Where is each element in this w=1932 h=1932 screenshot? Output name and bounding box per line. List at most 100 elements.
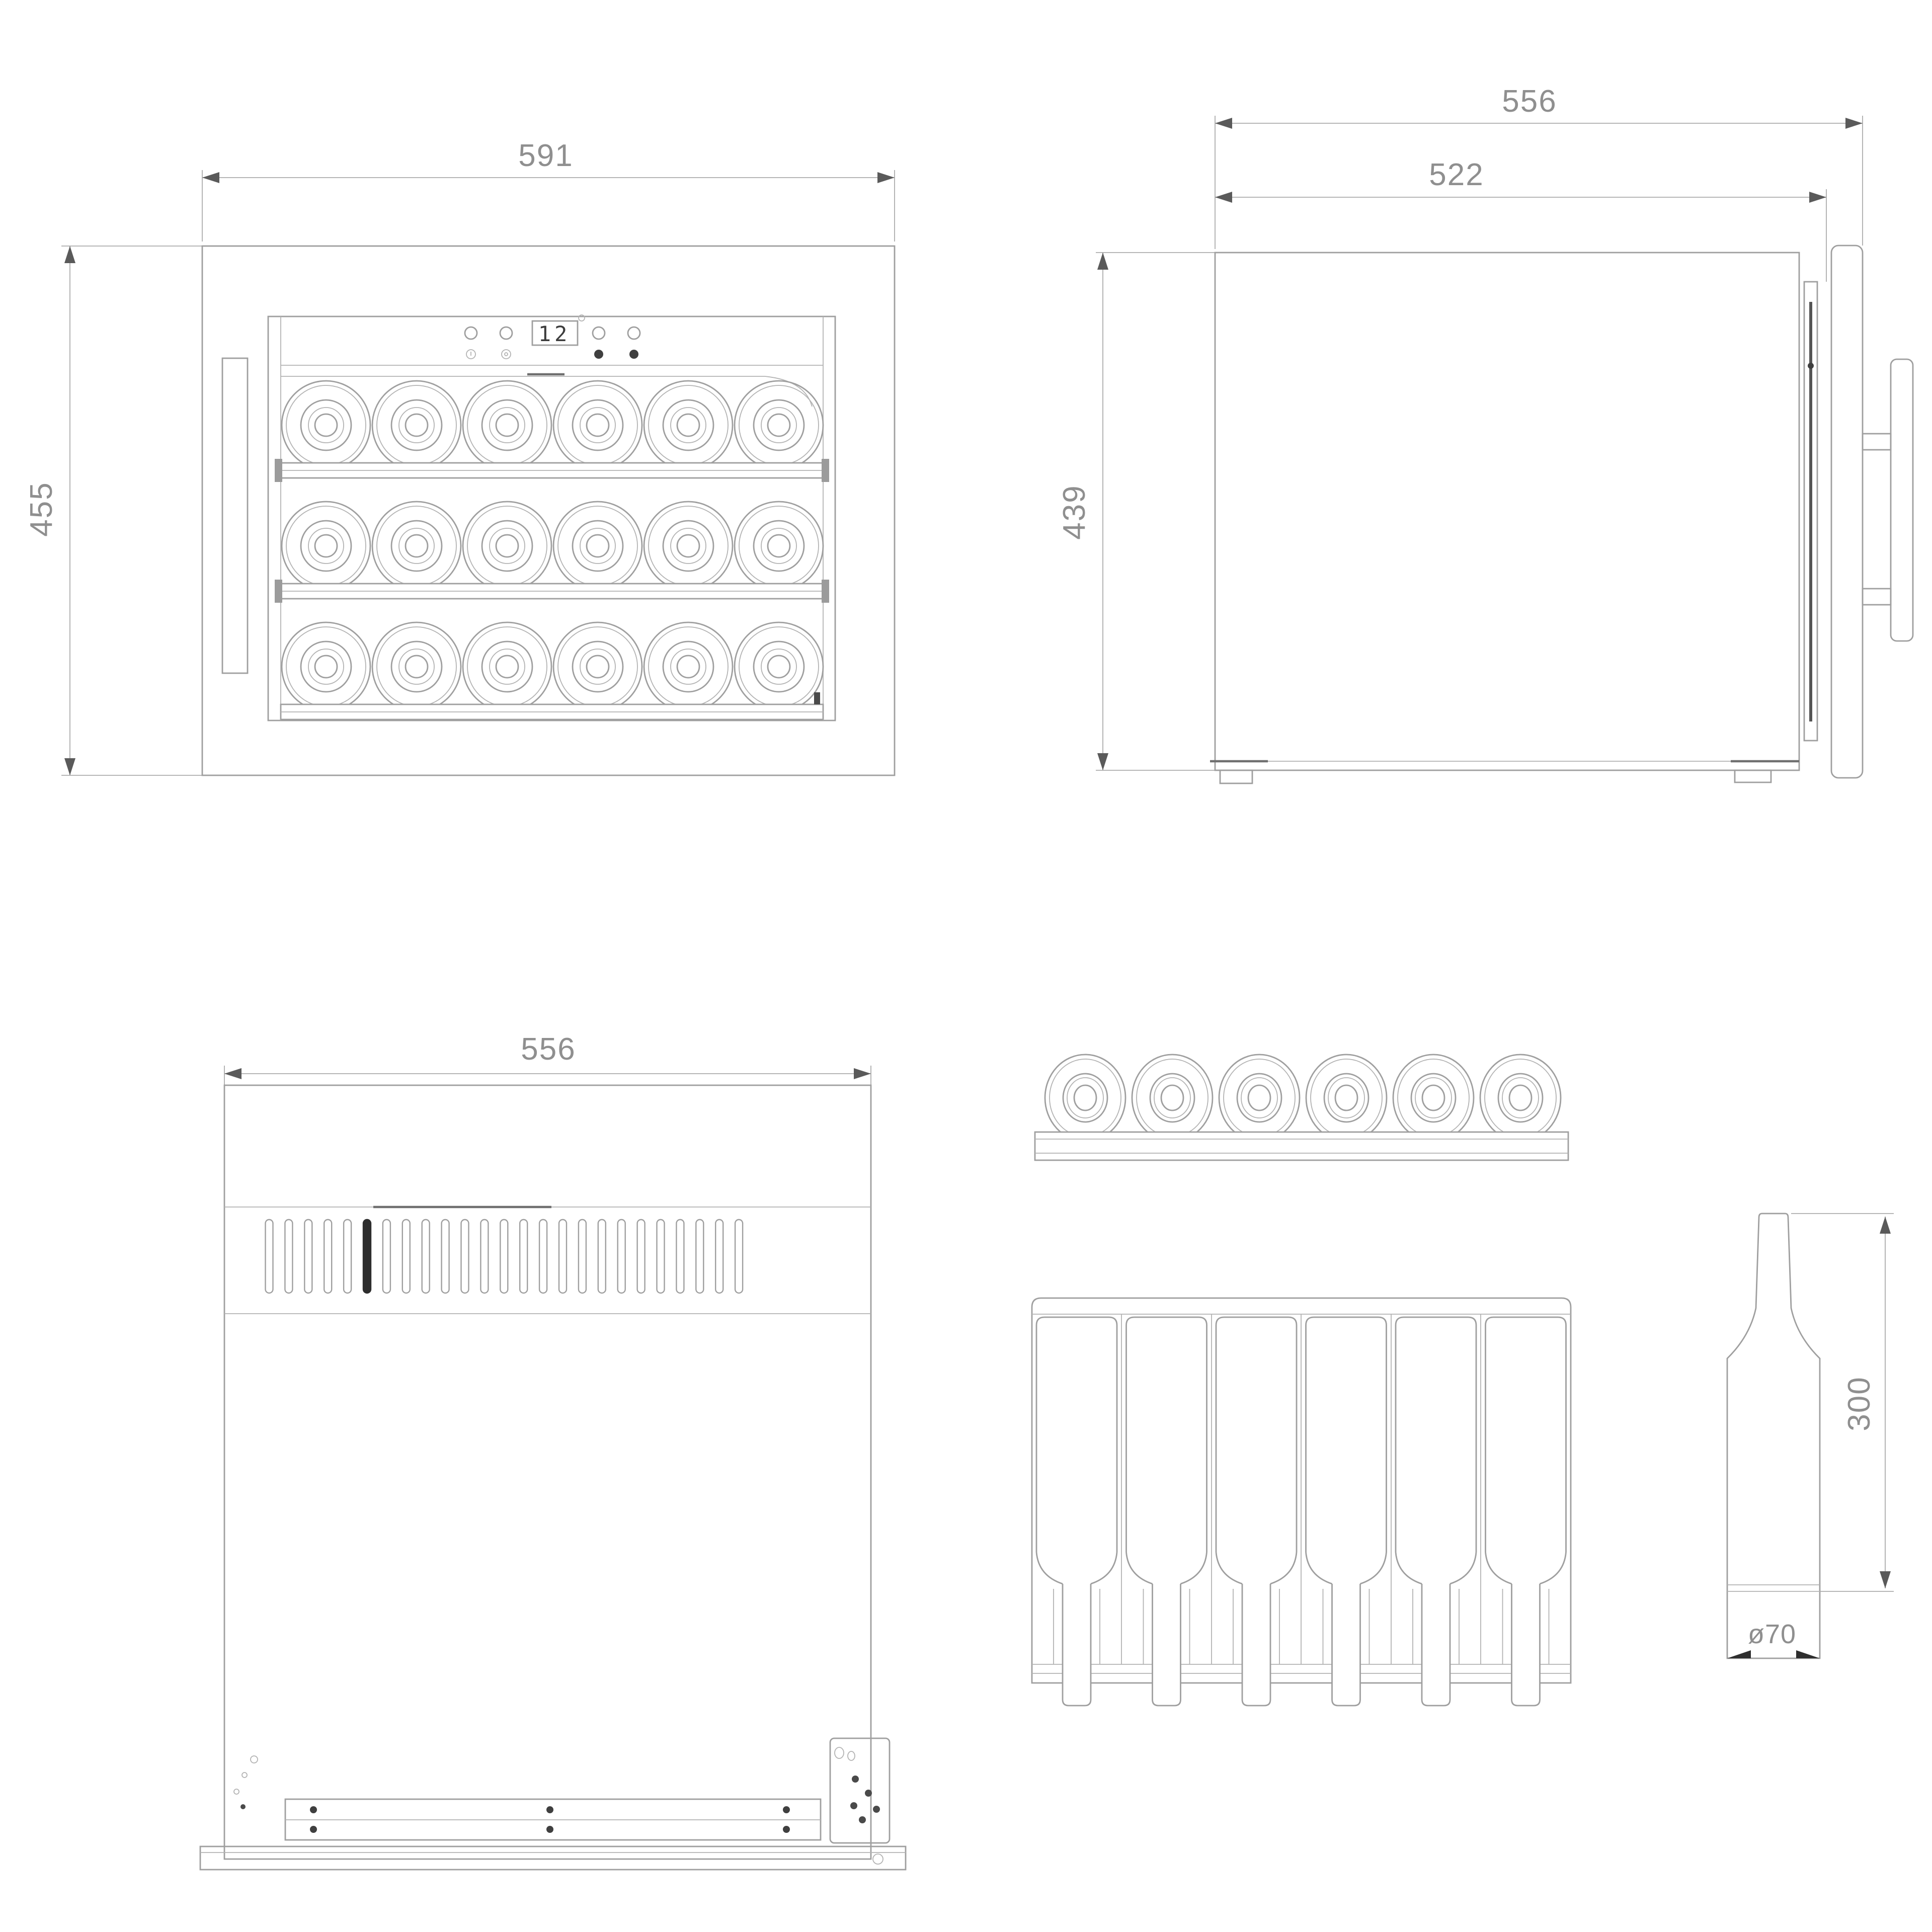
shelf-clip [275,580,282,603]
front-width-dimension: 591 [202,138,895,242]
vent-slot [656,1219,665,1294]
dim-bottle-diameter-label: ø70 [1748,1619,1796,1649]
bottle-face [552,380,643,470]
bottle-face [462,380,552,470]
shelf-rack-frame [1031,1297,1572,1684]
cabinet-top-panel [223,1084,872,1860]
rail-screw [546,1826,553,1833]
handle-standoff [1862,588,1892,606]
handle-standoff [1862,433,1892,451]
vent-slot [480,1219,489,1294]
bottle-face [281,621,371,712]
vent-slot [500,1219,509,1294]
vent-slot [676,1219,685,1294]
temperature-display [531,320,579,346]
vent-slot [714,1219,724,1294]
hinge-bracket [829,1737,891,1844]
door-handle-side [1862,358,1914,642]
cabinet-side-body [1214,252,1800,771]
bottle-height-dimension: 300 [1791,1213,1894,1592]
cabinet-front-frame [201,245,896,776]
rack-bottle [1215,1316,1298,1707]
vent-slot [734,1219,744,1294]
vent-slot [519,1219,528,1294]
bottle-face [734,501,824,591]
bottle-bottom [1479,1054,1562,1142]
bottle-face [462,621,552,712]
vent-slot [636,1219,646,1294]
side-height-dimension: 439 [1057,252,1215,771]
top-view: 556 [199,1032,907,1871]
mounting-rail [284,1798,822,1841]
rack-bottle [1395,1316,1477,1707]
vent-slot [617,1219,626,1294]
bottle-face [552,501,643,591]
shelf-clip [814,692,820,704]
door-side [1830,245,1864,779]
bottle-face [734,621,824,712]
side-view: 556 522 439 [1057,84,1914,784]
vent-slot [695,1219,704,1294]
dim-top-width-label: 556 [521,1032,576,1067]
cabinet-side-base [1210,760,1799,784]
bottle-diameter-dimension: ø70 [1727,1619,1820,1658]
vent-slot [324,1219,333,1294]
shelf-clip [275,459,282,482]
front-bottle-rows [281,380,824,712]
rack-bottle [1125,1316,1208,1707]
bottle-face [371,380,462,470]
control-panel: 12 [281,314,823,366]
dim-bottle-height-label: 300 [1842,1376,1877,1431]
foot [1219,769,1253,784]
top-shelf-edge [281,373,813,407]
control-button-icon [627,326,641,340]
door-handle-front [221,357,249,674]
bottle-face [371,501,462,591]
vent-grille [265,1219,744,1294]
side-depth-total-dimension: 556 [1215,84,1863,249]
bottle-bottom [1218,1054,1301,1142]
shelf-front-view [1034,1054,1569,1161]
bottle-face [643,621,734,712]
bottle-bottom [1305,1054,1388,1142]
bottle-face [552,621,643,712]
light-icon [501,349,511,359]
foot [1734,769,1772,783]
top-width-dimension: 556 [224,1032,871,1085]
bottle-face [643,501,734,591]
rail-screw [546,1806,553,1813]
base-plate [199,1845,907,1871]
vent-slot [460,1219,469,1294]
shelf-top-view [1031,1297,1572,1707]
temperature-display-value: 12 [538,321,571,346]
rack-bottle [1485,1316,1567,1707]
front-view: 591 455 12 [24,138,896,776]
vent-slot [578,1219,587,1294]
rail-screw [783,1806,790,1813]
dim-front-height-label: 455 [24,481,59,536]
vent-slot [597,1219,607,1294]
dim-side-depth-body-label: 522 [1429,157,1484,192]
recess-side-strips [280,316,824,720]
door-glass-recess [267,315,836,721]
vent-slot [538,1219,548,1294]
front-height-dimension: 455 [24,246,202,776]
side-depth-body-dimension: 522 [1215,157,1827,282]
rack-dividers [1121,1314,1481,1664]
indicator-dot-icon [629,350,638,359]
control-button-icon [499,326,513,340]
dim-side-depth-total-label: 556 [1502,84,1557,119]
bottle-face [734,380,824,470]
rail-screw [783,1826,790,1833]
degree-icon [578,314,585,321]
vent-slot [362,1219,372,1294]
bottle-view: 300 ø70 [1726,1213,1894,1659]
corner-screw-holes [233,1755,258,1809]
rack-bottle [1305,1316,1387,1707]
bottles-on-shelf [1044,1054,1562,1142]
bottle-bottom [1044,1054,1126,1142]
shelf-rails [275,459,829,720]
vent-slot [265,1219,274,1294]
control-button-icon [592,326,606,340]
